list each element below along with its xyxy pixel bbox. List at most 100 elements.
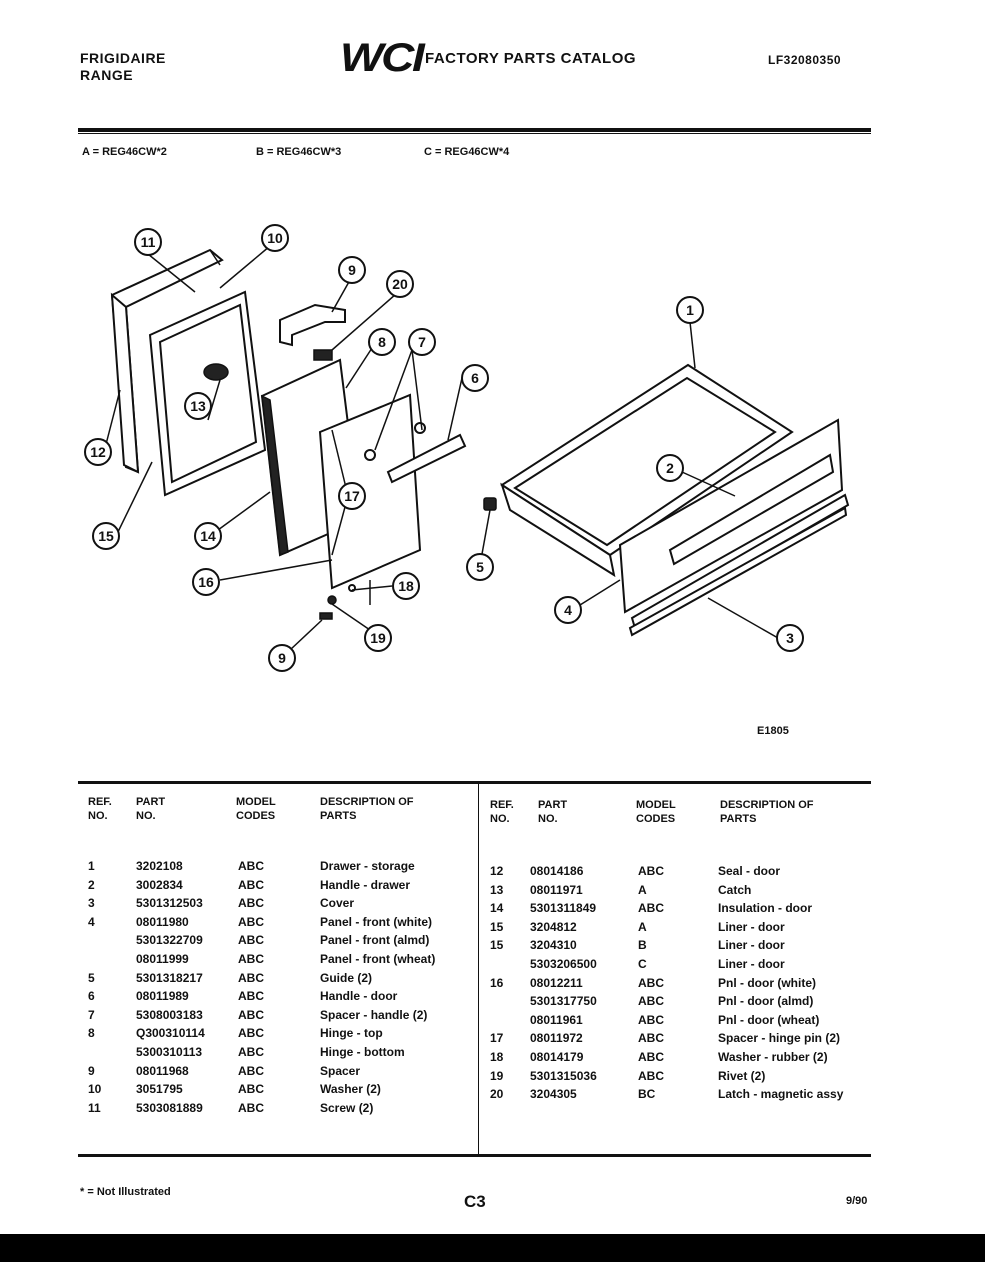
- table-cell-part: 3204812: [530, 919, 577, 934]
- svg-text:13: 13: [190, 398, 206, 414]
- callout-14: 14: [194, 522, 222, 550]
- table-cell-part: 08011980: [136, 914, 189, 929]
- table-cell-part: 5300310113: [136, 1044, 203, 1059]
- svg-text:7: 7: [418, 334, 426, 350]
- svg-text:16: 16: [198, 574, 214, 590]
- callout-19: 19: [364, 624, 392, 652]
- callout-8: 8: [368, 328, 396, 356]
- table-cell-model: A: [638, 882, 647, 897]
- page-edge: [985, 0, 1000, 1262]
- svg-text:11: 11: [141, 234, 156, 250]
- left-part-column: 3202108 3002834 5301312503 08011980 5301…: [136, 857, 231, 1117]
- table-divider: [478, 784, 479, 1154]
- table-cell-ref: 11: [88, 1100, 101, 1115]
- table-cell-part: 08011961: [530, 1012, 583, 1027]
- table-cell-desc: Pnl - door (almd): [718, 994, 814, 1009]
- table-cell-part: 5301318217: [136, 970, 203, 985]
- header-rule: [78, 128, 871, 132]
- table-cell-desc: Liner - door: [718, 938, 785, 953]
- table-cell-ref: 4: [88, 914, 95, 929]
- figure-code: E1805: [757, 725, 789, 737]
- table-cell-part: 5303081889: [136, 1100, 203, 1115]
- svg-text:1: 1: [686, 302, 694, 318]
- table-cell-model: ABC: [638, 994, 664, 1009]
- right-part-column: 08014186 08011971 5301311849 3204812 320…: [530, 862, 630, 1104]
- header-part-left: PART NO.: [136, 796, 166, 822]
- table-cell-ref: [88, 950, 118, 969]
- table-cell-desc: Spacer: [320, 1063, 361, 1078]
- table-cell-model: ABC: [238, 1026, 264, 1041]
- part-guide: [483, 497, 497, 511]
- svg-text:6: 6: [471, 370, 479, 386]
- table-cell-ref: 10: [88, 1082, 102, 1097]
- table-cell-ref: 20: [490, 1087, 504, 1102]
- part-liner-door: [148, 290, 267, 497]
- table-cell-part: 3002834: [136, 877, 183, 892]
- page-number: C3: [464, 1192, 486, 1211]
- table-cell-part: 08011968: [136, 1063, 189, 1078]
- table-cell-part: 5301315036: [530, 1068, 597, 1083]
- table-cell-model: ABC: [238, 970, 264, 985]
- table-cell-ref: 17: [490, 1031, 504, 1046]
- svg-text:19: 19: [370, 630, 386, 646]
- callout-3: 3: [776, 624, 804, 652]
- footnote: * = Not Illustrated: [80, 1186, 171, 1198]
- table-cell-model: ABC: [638, 1031, 664, 1046]
- svg-text:8: 8: [378, 334, 386, 350]
- svg-text:12: 12: [90, 444, 106, 460]
- table-cell-part: 3204305: [530, 1087, 577, 1102]
- model-code-b: B = REG46CW*3: [256, 146, 342, 158]
- table-cell-part: 08011989: [136, 989, 189, 1004]
- table-cell-model: ABC: [638, 1012, 664, 1027]
- part-drawer-storage: [500, 363, 794, 578]
- table-cell-model: ABC: [238, 989, 264, 1004]
- table-cell-model: A: [638, 919, 647, 934]
- table-cell-ref: 2: [88, 877, 95, 892]
- callout-2: 2: [656, 454, 684, 482]
- catalog-number: LF32080350: [768, 53, 842, 67]
- table-cell-ref: 19: [490, 1068, 504, 1083]
- header-ref-right: REF. NO.: [490, 799, 514, 825]
- table-cell-model: ABC: [238, 1063, 264, 1078]
- wci-logo: WCI: [340, 36, 425, 80]
- right-desc-column: Seal - door Catch Insulation - door Line…: [718, 862, 880, 1104]
- revision-date: 9/90: [846, 1195, 868, 1207]
- right-model-column: ABC A ABC A B C ABC ABC ABC ABC ABC ABC …: [638, 862, 698, 1104]
- table-cell-desc: Pnl - door (white): [718, 975, 816, 990]
- table-cell-part: 5301312503: [136, 896, 203, 911]
- table-cell-ref: [490, 992, 520, 1011]
- svg-text:2: 2: [666, 460, 674, 476]
- table-cell-ref: 15: [490, 938, 504, 953]
- table-cell-part: 3051795: [136, 1082, 183, 1097]
- table-cell-model: ABC: [238, 933, 264, 948]
- part-front-panel: [618, 418, 844, 614]
- table-cell-desc: Panel - front (almd): [320, 933, 430, 948]
- table-cell-ref: 14: [490, 901, 504, 916]
- table-top-rule: [78, 781, 871, 784]
- left-ref-column: 1 2 3 4 5 6 7 8 9 10 11: [88, 857, 118, 1117]
- table-cell-part: 08011999: [136, 951, 189, 966]
- callout-6: 6: [461, 364, 489, 392]
- table-cell-part: 08014186: [530, 864, 584, 878]
- table-cell-ref: 7: [88, 1007, 95, 1022]
- table-bottom-rule: [78, 1154, 871, 1157]
- callout-17: 17: [338, 482, 366, 510]
- header-rule-thin: [78, 133, 871, 134]
- table-cell-ref: 18: [490, 1049, 504, 1064]
- callout-20: 20: [386, 270, 414, 298]
- table-cell-model: B: [638, 938, 647, 953]
- svg-text:5: 5: [476, 559, 484, 575]
- model-code-c: C = REG46CW*4: [424, 146, 510, 158]
- svg-text:3: 3: [786, 630, 794, 646]
- table-cell-desc: Panel - front (white): [320, 914, 432, 929]
- catalog-title: FACTORY PARTS CATALOG: [425, 50, 637, 67]
- exploded-parts-diagram: 1 2 3 4 5 6 7 8 9 9 10 11 12 13 14 15 16…: [84, 224, 850, 672]
- table-cell-desc: Screw (2): [320, 1100, 374, 1115]
- table-cell-desc: Handle - drawer: [320, 877, 411, 892]
- callout-1: 1: [676, 296, 704, 324]
- table-cell-ref: 1: [88, 859, 95, 873]
- header-part-right: PART NO.: [538, 799, 568, 825]
- callout-15: 15: [92, 522, 120, 550]
- table-cell-desc: Cover: [320, 896, 355, 911]
- table-cell-model: ABC: [238, 1082, 264, 1097]
